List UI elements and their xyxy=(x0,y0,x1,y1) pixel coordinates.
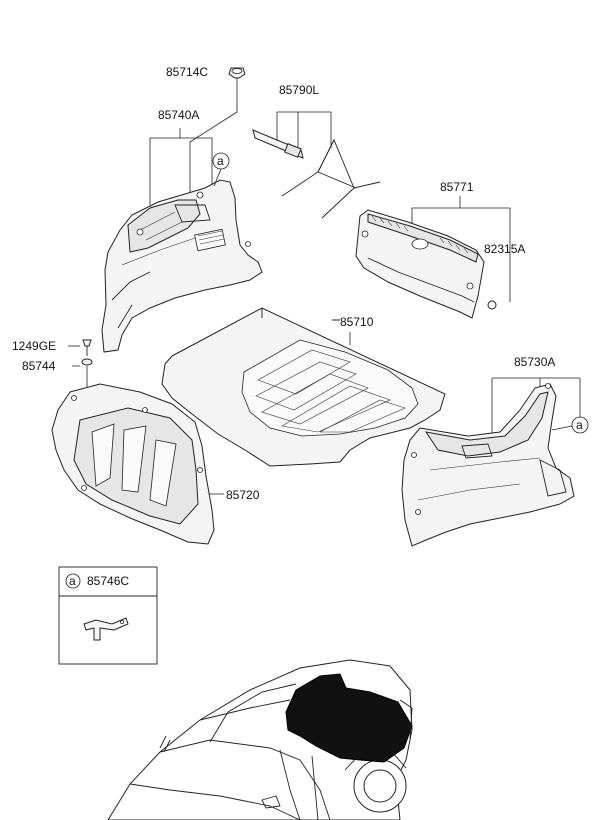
cover-85771 xyxy=(355,209,485,319)
label-85740A: 85740A xyxy=(158,108,199,122)
clip-82315A xyxy=(487,300,497,310)
callout-a-left: a xyxy=(212,152,230,187)
callout-a-right-text: a xyxy=(576,418,583,432)
inset-marker: a xyxy=(69,574,76,588)
leader-85730A xyxy=(491,377,581,444)
strap-85790L xyxy=(252,129,381,219)
leader-85771 xyxy=(411,196,511,302)
inset-part-number: 85746C xyxy=(87,574,129,588)
vent-grille-left xyxy=(194,228,226,252)
car-location-illustration xyxy=(107,659,413,820)
trim-85740A xyxy=(101,179,263,353)
label-1249GE: 1249GE xyxy=(12,339,56,353)
label-85714C: 85714C xyxy=(166,65,208,79)
clip-85744 xyxy=(81,358,93,366)
label-85710: 85710 xyxy=(340,315,374,329)
callout-a-right: a xyxy=(551,416,589,434)
label-85720: 85720 xyxy=(226,488,260,502)
label-85730A: 85730A xyxy=(514,355,555,369)
cover-85720 xyxy=(51,383,215,545)
floor-85710 xyxy=(161,307,446,467)
clip-85714C xyxy=(228,67,246,79)
bolt-1249GE xyxy=(82,339,92,356)
trim-85730A xyxy=(401,383,575,547)
label-85744: 85744 xyxy=(22,359,56,373)
label-85790L: 85790L xyxy=(279,83,319,97)
leader-85790L xyxy=(276,111,332,148)
callout-a-left-text: a xyxy=(217,154,224,168)
leader-85740A xyxy=(149,128,213,205)
carpet-location xyxy=(285,673,413,763)
bracket-85746C xyxy=(83,617,129,641)
label-82315A: 82315A xyxy=(484,242,525,256)
label-85771: 85771 xyxy=(440,180,474,194)
inset-85746C: a 85746C xyxy=(58,566,158,665)
